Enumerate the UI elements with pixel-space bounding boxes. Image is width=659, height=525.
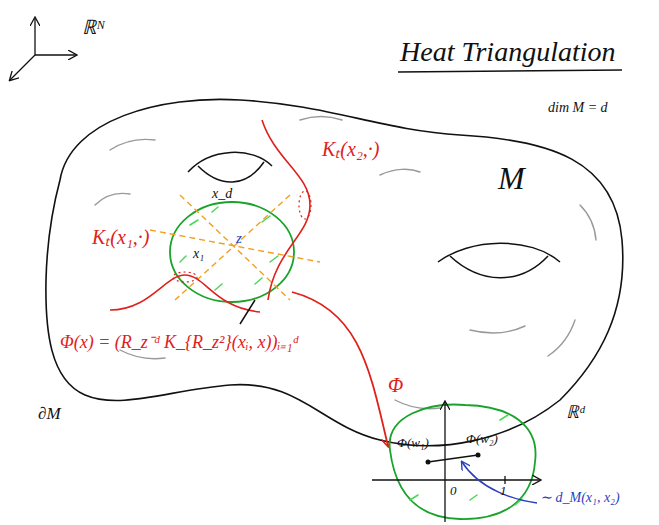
point-label: Φ(w₂) [466,432,498,447]
space-label: ℝᴺ [82,16,105,39]
segment [428,455,478,462]
manifold-outline [46,99,623,445]
point-label: x₁ [193,246,204,262]
torus-holes [188,152,560,277]
shading-strokes [95,117,596,409]
kernel-peaks [173,191,311,282]
axes-rd [372,402,540,522]
map-label: Φ [388,374,403,397]
region-hatching [410,415,522,505]
axes-rn [10,18,76,80]
formula: Φ(x) = (R_z⁻ᵈ K_{R_z²}(xᵢ, x))ᵢ₌₁ᵈ [60,332,298,353]
point-label: x_d [212,186,232,202]
point [476,453,481,458]
title: Heat Triangulation [400,36,615,68]
distance-label: ∼ d_M(x₁, x₂) [540,490,620,506]
boundary-label: ∂M [38,404,61,424]
manifold-label: M [498,160,525,197]
heat-kernel-curves [110,120,310,312]
point [426,460,431,465]
axis-tick: 0 [450,484,457,499]
note: dim M = d [548,100,608,116]
distance-pointer [462,462,537,503]
axis-tick: 1 [500,484,507,499]
point-label: z [236,230,242,247]
leader-line [240,300,255,324]
dashed-lines [150,195,320,300]
kernel-label: Kₜ(x₂,·) [322,138,380,161]
point-label: Φ(w₁) [397,436,429,451]
space-label: ℝᵈ [566,402,585,423]
title-underline [398,70,622,72]
map-arrow [292,292,388,446]
kernel-label: Kₜ(x₁,·) [92,226,150,249]
